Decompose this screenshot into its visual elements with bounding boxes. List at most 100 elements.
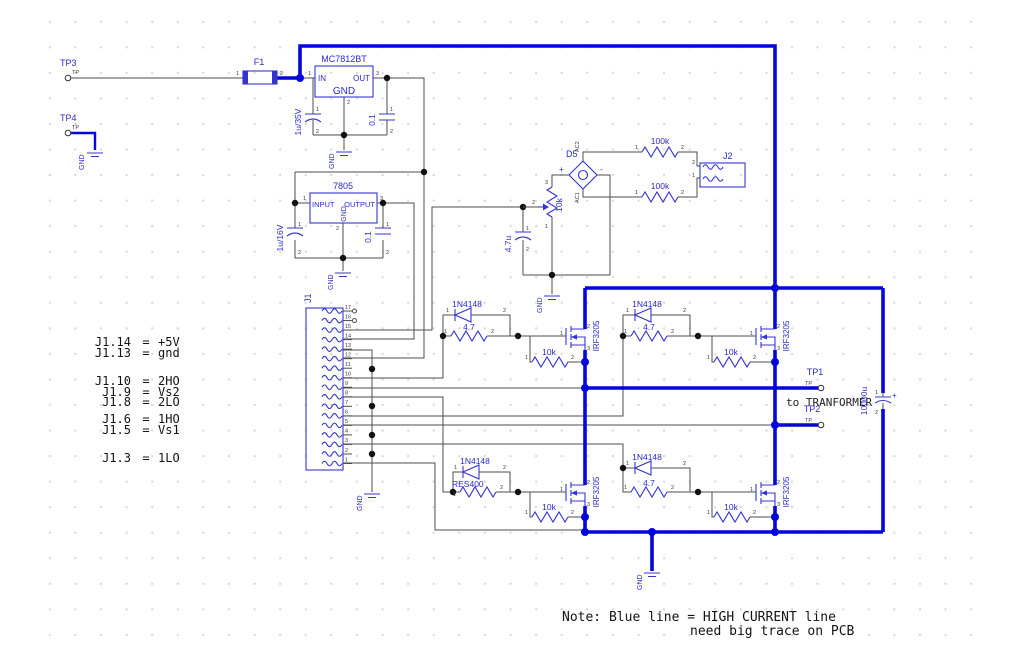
legend-signal: +5V (158, 335, 180, 349)
c5-pin2: 2 (526, 247, 529, 253)
u2-gnd-symbol (334, 272, 352, 278)
tp4-gnd-symbol (86, 152, 104, 158)
legend-pin: J1.5 (102, 423, 131, 437)
rb-pin2: 2 (671, 329, 674, 335)
junction-dots (291, 74, 779, 536)
j1-pin-number: 8 (345, 391, 348, 397)
c1-pin2: 2 (316, 129, 319, 135)
j1-pin-number: 1 (345, 457, 348, 463)
tp2-pad (817, 421, 825, 429)
d5-ac1: AC1 (575, 192, 581, 203)
legend-eq: = (142, 374, 149, 388)
j1-pin-number: 9 (345, 381, 348, 387)
c2-value: 0.1 (367, 114, 377, 126)
u1-gnd: GND (333, 86, 355, 97)
r100k-bot-value: 100k (651, 181, 670, 191)
dd-diode-label: 1N4148 (632, 452, 662, 462)
c1-pin1: 1 (316, 107, 319, 113)
regulator-7805: 7805 INPUT OUTPUT GND 1 3 2 GND (303, 181, 383, 290)
tp4-gnd-label: GND (79, 154, 86, 170)
da-d-pin2: 2 (503, 308, 506, 314)
j1-contact (321, 393, 343, 400)
j1-pin-number: 12 (345, 352, 351, 358)
j1-pin-number: 3 (345, 438, 348, 444)
c2-pin2: 2 (390, 129, 393, 135)
mosfet-q-top-left (559, 319, 602, 353)
bridge-gnd-label: GND (637, 574, 644, 590)
pot-value: 10k (554, 197, 564, 211)
cap-10000u: 10000u + 1 2 (859, 387, 897, 416)
legend-signal: 2LO (158, 395, 180, 409)
c3-pin1: 1 (298, 222, 301, 228)
legend-signal: 2HO (158, 374, 180, 388)
gate-network-a: 1N4148 1 2 4.7 1 2 10k 1 2 (444, 299, 602, 368)
j2-pin1: 1 (692, 173, 695, 179)
mosfet-q-bottom-left (559, 475, 602, 509)
u1-pin3: 3 (376, 71, 379, 77)
j1-contact (321, 441, 343, 448)
tp4-pad (64, 129, 72, 137)
j1-pin-number: 13 (345, 343, 351, 349)
u1-pin2: 2 (347, 100, 350, 106)
c3-value: 1u/16V (275, 224, 285, 251)
regulator-mc7812bt: MC7812BT IN OUT GND 1 3 2 GND (308, 54, 379, 169)
j2-label: J2 (723, 151, 733, 161)
tp2-tp-tag: TP (805, 418, 812, 424)
u2-gnd-label: GND (328, 274, 335, 290)
j1-pin-number: 16 (345, 314, 351, 320)
tp2-label: TP2 (804, 404, 821, 414)
rc-p-pin1: 1 (525, 510, 528, 516)
c6-plus: + (892, 391, 897, 400)
rd-series-value: 4.7 (643, 478, 655, 488)
gate-network-c: 1N4148 1 2 RES400 1 2 10k 1 2 (452, 456, 602, 523)
ra-pull-value: 10k (542, 347, 556, 357)
rc-p-pin2: 2 (571, 510, 574, 516)
legend-signal: 1HO (158, 412, 180, 426)
c6-pin2: 2 (875, 410, 878, 416)
cap-0u1-12v: 0.1 1 2 (367, 107, 395, 135)
j1-contact (321, 413, 343, 419)
legend-eq: = (142, 412, 149, 426)
r100kb-pin1: 1 (635, 190, 638, 196)
j1-pin-nc-pad (352, 318, 357, 324)
testpoint-tp1: TP1 TP (805, 367, 825, 392)
dot-grid (30, 0, 992, 656)
j1-contact (321, 327, 343, 333)
testpoint-tp4: TP4 TP GND (60, 113, 104, 170)
ra-pin2: 2 (491, 329, 494, 335)
cap-0u1-5v: 0.1 1 2 (363, 222, 391, 256)
f1-pin2: 2 (280, 71, 283, 77)
da-d-pin1: 1 (446, 308, 449, 314)
j1-pin-number: 11 (345, 362, 351, 368)
legend-eq: = (142, 395, 149, 409)
u2-in: INPUT (312, 200, 335, 209)
f1-label: F1 (254, 57, 265, 67)
j1-contact (321, 451, 343, 457)
mosfet-q-top-right (749, 319, 792, 353)
c5-pin1: 1 (526, 226, 529, 232)
mosfet-q-bottom-right (749, 475, 792, 509)
tp1-pad (817, 384, 825, 392)
j1-contact (321, 365, 343, 372)
c6-value: 10000u (859, 387, 869, 416)
u1-name: MC7812BT (321, 54, 367, 64)
j1-pin-number: 2 (345, 448, 348, 454)
u2-pin2: 2 (336, 226, 339, 232)
connector-j2: J2 2 1 (692, 151, 746, 188)
tp3-label: TP3 (60, 58, 77, 68)
j1-pin-nc-pad (352, 308, 357, 314)
cap-1u16v: 1u/16V 1 2 (275, 222, 304, 256)
resistor-100k-top: 100k 1 2 (635, 136, 684, 158)
c4-pin1: 1 (386, 222, 389, 228)
u1-gnd-symbol (335, 151, 353, 157)
legend-eq: = (142, 451, 149, 465)
legend-signal: Vs2 (158, 385, 180, 399)
j1-contact (321, 384, 343, 391)
legend-eq: = (142, 423, 149, 437)
tp4-tp-tag: TP (72, 125, 79, 131)
j1-gnd-symbol (363, 493, 381, 499)
db-d-pin1: 1 (626, 308, 629, 314)
